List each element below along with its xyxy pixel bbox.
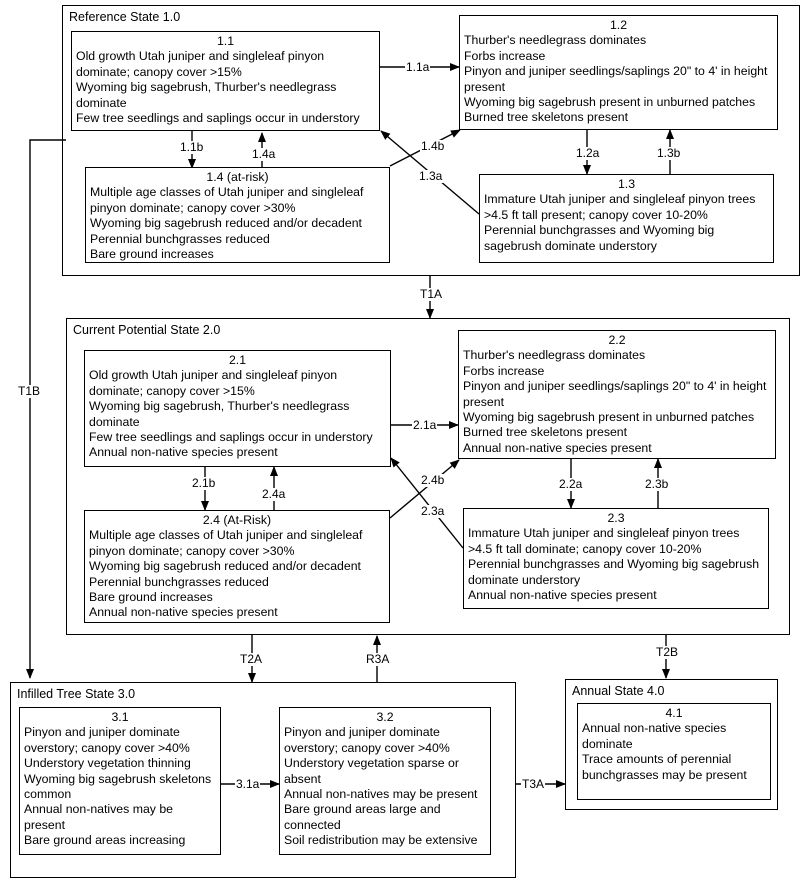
community-4-1: 4.1 Annual non-native species dominate T… [577,703,771,800]
arrow-2-3a [390,457,464,549]
community-line: Pinyon and juniper dominate overstory; c… [284,725,450,755]
community-line: Wyoming big sagebrush skeletons common [24,771,212,802]
current-state-title: Current Potential State 2.0 [73,323,221,337]
community-line: Immature Utah juniper and singleleaf pin… [468,526,740,556]
transition-label-T2B: T2B [655,645,680,659]
community-line: Pinyon and juniper dominate overstory; c… [24,725,190,755]
transition-label-2-2a: 2.2a [558,477,584,491]
arrow-2-4b [389,459,460,519]
annual-state: Annual State 4.0 [565,679,778,810]
transition-label-T2A: T2A [239,652,264,666]
community-line: Thurber's needlegrass dominates [464,33,647,48]
transition-label-1-4a: 1.4a [251,147,277,161]
current-potential-state: Current Potential State 2.0 [66,318,790,635]
transition-label-T1A: T1A [419,287,444,301]
community-line: Bare ground increases [89,590,213,605]
transition-label-2-3b: 2.3b [644,477,670,491]
infilled-state-title: Infilled Tree State 3.0 [17,687,136,701]
transition-label-2-1b: 2.1b [191,476,217,490]
community-line: Wyoming big sagebrush, Thurber's needleg… [89,399,350,429]
community-line: Forbs increase [464,48,546,63]
transition-label-T3A: T3A [521,777,546,791]
transition-label-2-4b: 2.4b [420,473,446,487]
community-line: Understory vegetation sparse or absent [284,756,459,786]
community-line: Bare ground areas increasing [24,833,186,848]
community-1-4: 1.4 (at-risk) Multiple age classes of Ut… [85,167,390,263]
community-2-2: 2.2 Thurber's needlegrass dominates Forb… [458,330,776,459]
community-line: Old growth Utah juniper and singleleaf p… [76,49,325,79]
community-id: 2.3 [607,511,625,525]
community-line: Perennial bunchgrasses and Wyoming big s… [484,223,715,253]
transition-label-3-1a: 3.1a [235,777,261,791]
community-line: Wyoming big sagebrush reduced and/or dec… [90,216,362,231]
community-3-1: 3.1 Pinyon and juniper dominate overstor… [19,707,221,855]
community-line: Wyoming big sagebrush present in unburne… [463,410,755,425]
community-line: Perennial bunchgrasses reduced [90,231,270,246]
community-line: Wyoming big sagebrush present in unburne… [464,95,756,110]
community-line: Pinyon and juniper seedlings/saplings 20… [464,64,768,94]
transition-label-R3A: R3A [365,652,391,666]
community-line: Wyoming big sagebrush reduced and/or dec… [89,559,361,574]
community-line: Bare ground areas large and connected [284,802,441,832]
community-line: Burned tree skeletons present [464,110,629,125]
transition-label-1-1a: 1.1a [405,60,431,74]
reference-state-title: Reference State 1.0 [69,10,181,24]
community-id: 1.4 (at-risk) [206,170,269,184]
community-line: Annual non-native species dominate [582,721,727,751]
community-line: Burned tree skeletons present [463,425,628,440]
community-id: 1.1 [216,34,235,48]
transition-label-2-4a: 2.4a [261,487,287,501]
community-id: 3.1 [111,710,129,724]
annual-state-title: Annual State 4.0 [572,684,665,698]
community-line: Perennial bunchgrasses and Wyoming big s… [468,557,760,587]
community-id: 1.3 [617,177,636,191]
community-line: Multiple age classes of Utah juniper and… [89,528,363,558]
community-line: Annual non-natives may be present [24,802,174,832]
community-line: Soil redistribution may be extensive [284,833,478,848]
community-line: Annual non-native species present [89,605,278,620]
community-line: Annual non-native species present [468,588,657,603]
community-line: Forbs increase [463,363,545,378]
community-id: 2.2 [608,333,626,347]
transition-label-1-2a: 1.2a [575,146,601,160]
community-line: Old growth Utah juniper and singleleaf p… [89,368,338,398]
community-id: 4.1 [665,706,683,720]
community-id: 2.1 [228,353,247,367]
community-line: Immature Utah juniper and singleleaf pin… [484,192,756,222]
transition-label-2-1a: 2.1a [412,418,438,432]
community-id: 1.2 [609,18,628,32]
community-line: Wyoming big sagebrush, Thurber's needleg… [76,80,337,110]
community-1-2: 1.2 Thurber's needlegrass dominates Forb… [459,15,778,130]
community-line: Understory vegetation thinning [24,756,191,771]
community-line: Perennial bunchgrasses reduced [89,574,269,589]
community-2-1: 2.1 Old growth Utah juniper and singlele… [84,350,391,467]
community-line: Bare ground increases [90,247,214,262]
community-line: Few tree seedlings and saplings occur in… [89,430,373,445]
community-1-3: 1.3 Immature Utah juniper and singleleaf… [479,174,774,263]
community-line: Trace amounts of perennial bunchgrasses … [582,752,747,782]
community-line: Thurber's needlegrass dominates [463,348,646,363]
community-id: 3.2 [376,710,394,724]
community-line: Multiple age classes of Utah juniper and… [90,185,364,215]
transition-label-1-3b: 1.3b [656,146,682,160]
transition-label-1-1b: 1.1b [179,140,205,154]
community-3-2: 3.2 Pinyon and juniper dominate overstor… [279,707,491,855]
transition-label-1-3a: 1.3a [418,169,444,183]
community-line: Pinyon and juniper seedlings/saplings 20… [463,379,767,409]
community-2-3: 2.3 Immature Utah juniper and singleleaf… [463,508,769,609]
transition-label-T1B: T1B [17,384,42,398]
community-line: Annual non-native species present [89,445,278,460]
community-id: 2.4 (At-Risk) [202,513,272,527]
transition-label-1-4b: 1.4b [420,139,446,153]
community-line: Annual non-native species present [463,440,652,455]
community-1-1: 1.1 Old growth Utah juniper and singlele… [71,31,380,131]
community-2-4: 2.4 (At-Risk) Multiple age classes of Ut… [84,510,390,623]
transition-label-2-3a: 2.3a [420,504,446,518]
community-line: Annual non-natives may be present [284,787,478,802]
community-line: Few tree seedlings and saplings occur in… [76,111,360,126]
arrow-T1B [26,139,66,679]
